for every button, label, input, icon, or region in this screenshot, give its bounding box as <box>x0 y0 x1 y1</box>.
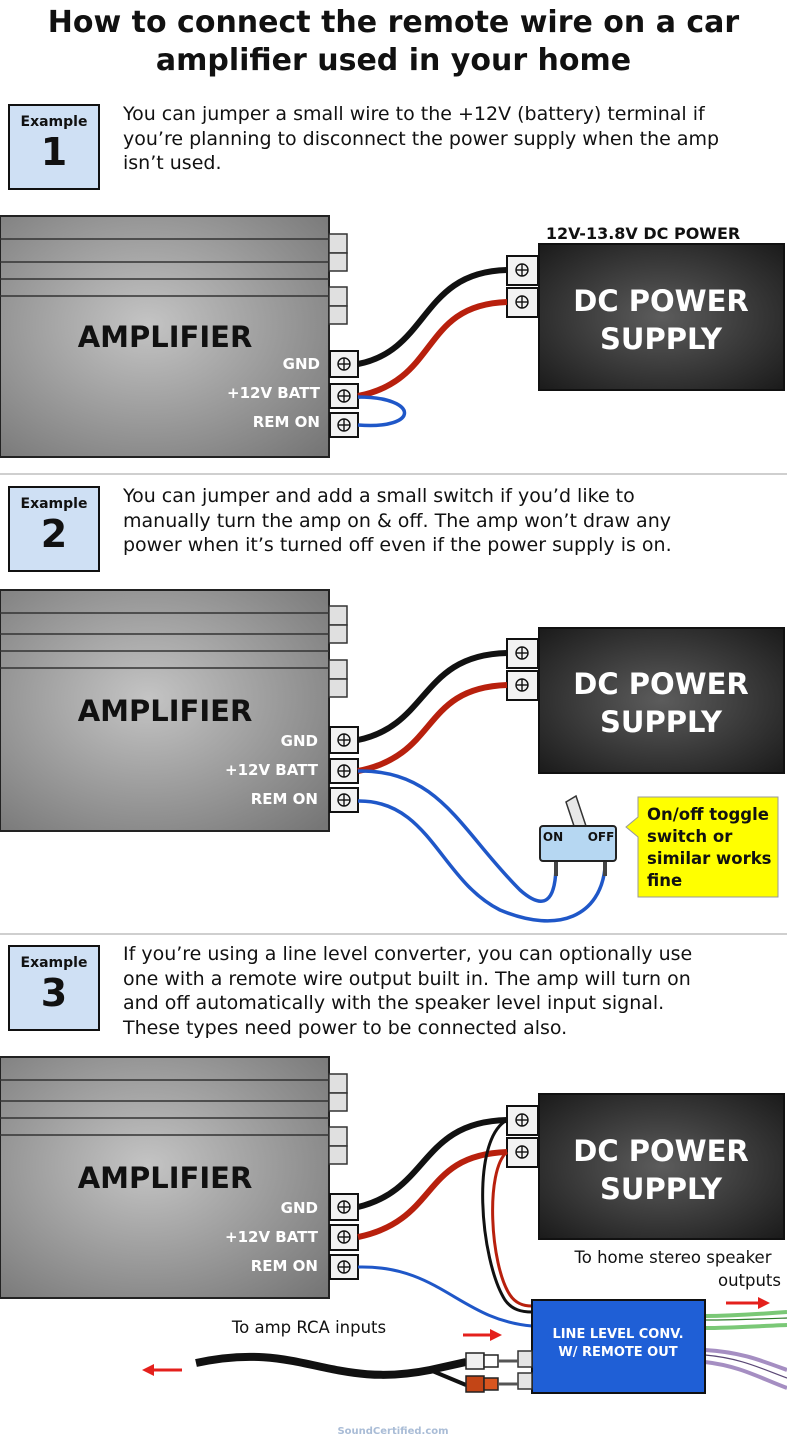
example-3-diagram: AMPLIFIER GND +12V BATT REM ON DC POWER … <box>0 1056 787 1394</box>
wire-black-1 <box>357 267 508 367</box>
amplifier-2-terminals <box>329 726 359 813</box>
callout-line-4: fine <box>647 871 682 890</box>
page-title: How to connect the remote wire on a car … <box>0 4 787 80</box>
amplifier-3-label: AMPLIFIER <box>78 1161 253 1195</box>
wire-black-converter-power <box>481 1118 533 1314</box>
amplifier-3-terminals <box>329 1193 359 1280</box>
wire-red-1 <box>357 299 508 399</box>
example-2-line-1: You can jumper and add a small switch if… <box>123 485 635 507</box>
callout-line-3: similar works <box>647 849 772 868</box>
wire-purple-2 <box>704 1360 787 1390</box>
amplifier-3-batt-label: +12V BATT <box>225 1228 319 1246</box>
amplifier-1-gnd-label: GND <box>283 355 320 373</box>
watermark: SoundCertified.com <box>337 1426 448 1437</box>
toggle-switch[interactable]: ON OFF <box>539 794 617 876</box>
wire-black-3 <box>357 1117 508 1210</box>
example-3-label: Example <box>20 955 88 971</box>
example-1-line-1: You can jumper a small wire to the +12V … <box>123 103 705 125</box>
line-level-converter: LINE LEVEL CONV. W/ REMOTE OUT <box>517 1299 706 1394</box>
example-2-line-3: power when it’s turned off even if the p… <box>123 534 672 556</box>
rca-cable <box>195 1352 467 1379</box>
amplifier-2-batt-label: +12V BATT <box>225 761 319 779</box>
wire-blue-jumper-1 <box>357 395 406 428</box>
wire-red-converter-power <box>491 1150 533 1308</box>
example-3-badge: Example 3 <box>8 945 100 1031</box>
amplifier-3-gnd-label: GND <box>281 1199 318 1217</box>
wire-red-3 <box>357 1149 508 1240</box>
example-3-line-4: These types need power to be connected a… <box>123 1016 568 1039</box>
converter-line-2: W/ REMOTE OUT <box>558 1345 677 1360</box>
amplifier-1-rem-label: REM ON <box>253 413 320 431</box>
power-supply-1: 12V-13.8V DC POWER DC POWER SUPPLY <box>506 224 785 391</box>
arrow-right-speaker-icon <box>726 1297 770 1309</box>
amplifier-1-terminals <box>329 350 359 438</box>
switch-on-label: ON <box>543 830 563 844</box>
arrow-left-rca-icon <box>142 1364 182 1376</box>
amplifier-3: AMPLIFIER GND +12V BATT REM ON <box>0 1056 348 1299</box>
wire-blue-switch-out <box>357 799 607 923</box>
amplifier-1-label: AMPLIFIER <box>78 320 253 354</box>
example-1-line-3: isn’t used. <box>123 152 222 174</box>
amplifier-2-rem-label: REM ON <box>251 790 318 808</box>
title-line-1: How to connect the remote wire on a car <box>47 5 740 40</box>
power-supply-3: DC POWER SUPPLY <box>506 1093 785 1240</box>
power-supply-2: DC POWER SUPPLY <box>506 627 785 774</box>
amplifier-1: AMPLIFIER GND +12V BATT REM ON <box>0 215 348 458</box>
callout-line-1: On/off toggle <box>647 805 769 824</box>
power-supply-2-line-1: DC POWER <box>573 667 749 701</box>
speaker-output-label-2: outputs <box>718 1271 781 1290</box>
example-1-label: Example <box>20 114 88 130</box>
wire-blue-remote-out <box>357 1265 533 1328</box>
wire-purple-1 <box>704 1348 787 1372</box>
example-2-label: Example <box>20 496 88 512</box>
power-supply-heading: 12V-13.8V DC POWER <box>546 224 740 243</box>
converter-line-1: LINE LEVEL CONV. <box>552 1327 683 1342</box>
amplifier-1-batt-label: +12V BATT <box>227 384 321 402</box>
example-1-description: You can jumper a small wire to the +12V … <box>123 102 778 176</box>
switch-off-label: OFF <box>588 830 615 844</box>
wire-blue-switch-in <box>357 769 558 903</box>
arrow-right-converter-icon <box>463 1329 502 1341</box>
rca-plug-white-icon <box>465 1352 518 1370</box>
example-2-description: You can jumper and add a small switch if… <box>123 484 778 558</box>
speaker-output-label-1: To home stereo speaker <box>573 1248 771 1267</box>
amplifier-2: AMPLIFIER GND +12V BATT REM ON <box>0 589 348 832</box>
example-2-badge: Example 2 <box>8 486 100 572</box>
amplifier-2-label: AMPLIFIER <box>78 694 253 728</box>
wire-green-2 <box>704 1323 787 1330</box>
example-3-number: 3 <box>40 971 68 1015</box>
example-3-line-2: one with a remote wire output built in. … <box>123 967 691 990</box>
example-3-line-1: If you’re using a line level converter, … <box>123 943 693 965</box>
rca-label: To amp RCA inputs <box>231 1318 386 1337</box>
example-2-line-2: manually turn the amp on & off. The amp … <box>123 509 671 532</box>
example-1-line-2: you’re planning to disconnect the power … <box>123 127 720 150</box>
power-supply-2-line-2: SUPPLY <box>600 705 723 739</box>
amplifier-3-rem-label: REM ON <box>251 1257 318 1275</box>
callout-line-2: switch or <box>647 827 733 846</box>
example-3-description: If you’re using a line level converter, … <box>123 942 778 1040</box>
title-line-2: amplifier used in your home <box>155 43 632 78</box>
wire-green-1 <box>704 1310 787 1318</box>
wire-red-2 <box>357 682 508 774</box>
switch-callout: On/off toggle switch or similar works fi… <box>625 796 779 898</box>
example-3-line-3: and off automatically with the speaker l… <box>123 992 665 1014</box>
example-1-badge: Example 1 <box>8 104 100 190</box>
example-2-diagram: AMPLIFIER GND +12V BATT REM ON DC POWER … <box>0 589 785 923</box>
power-supply-1-line-2: SUPPLY <box>600 322 723 356</box>
power-supply-1-line-1: DC POWER <box>573 284 749 318</box>
example-2-number: 2 <box>40 512 68 556</box>
power-supply-3-line-2: SUPPLY <box>600 1172 723 1206</box>
example-1-number: 1 <box>40 130 68 174</box>
power-supply-3-line-1: DC POWER <box>573 1134 749 1168</box>
example-1-diagram: AMPLIFIER GND +12V BATT REM ON 12V-13.8V… <box>0 215 785 458</box>
rca-plug-red-icon <box>465 1375 518 1393</box>
amplifier-2-gnd-label: GND <box>281 732 318 750</box>
wire-black-2 <box>357 650 508 743</box>
